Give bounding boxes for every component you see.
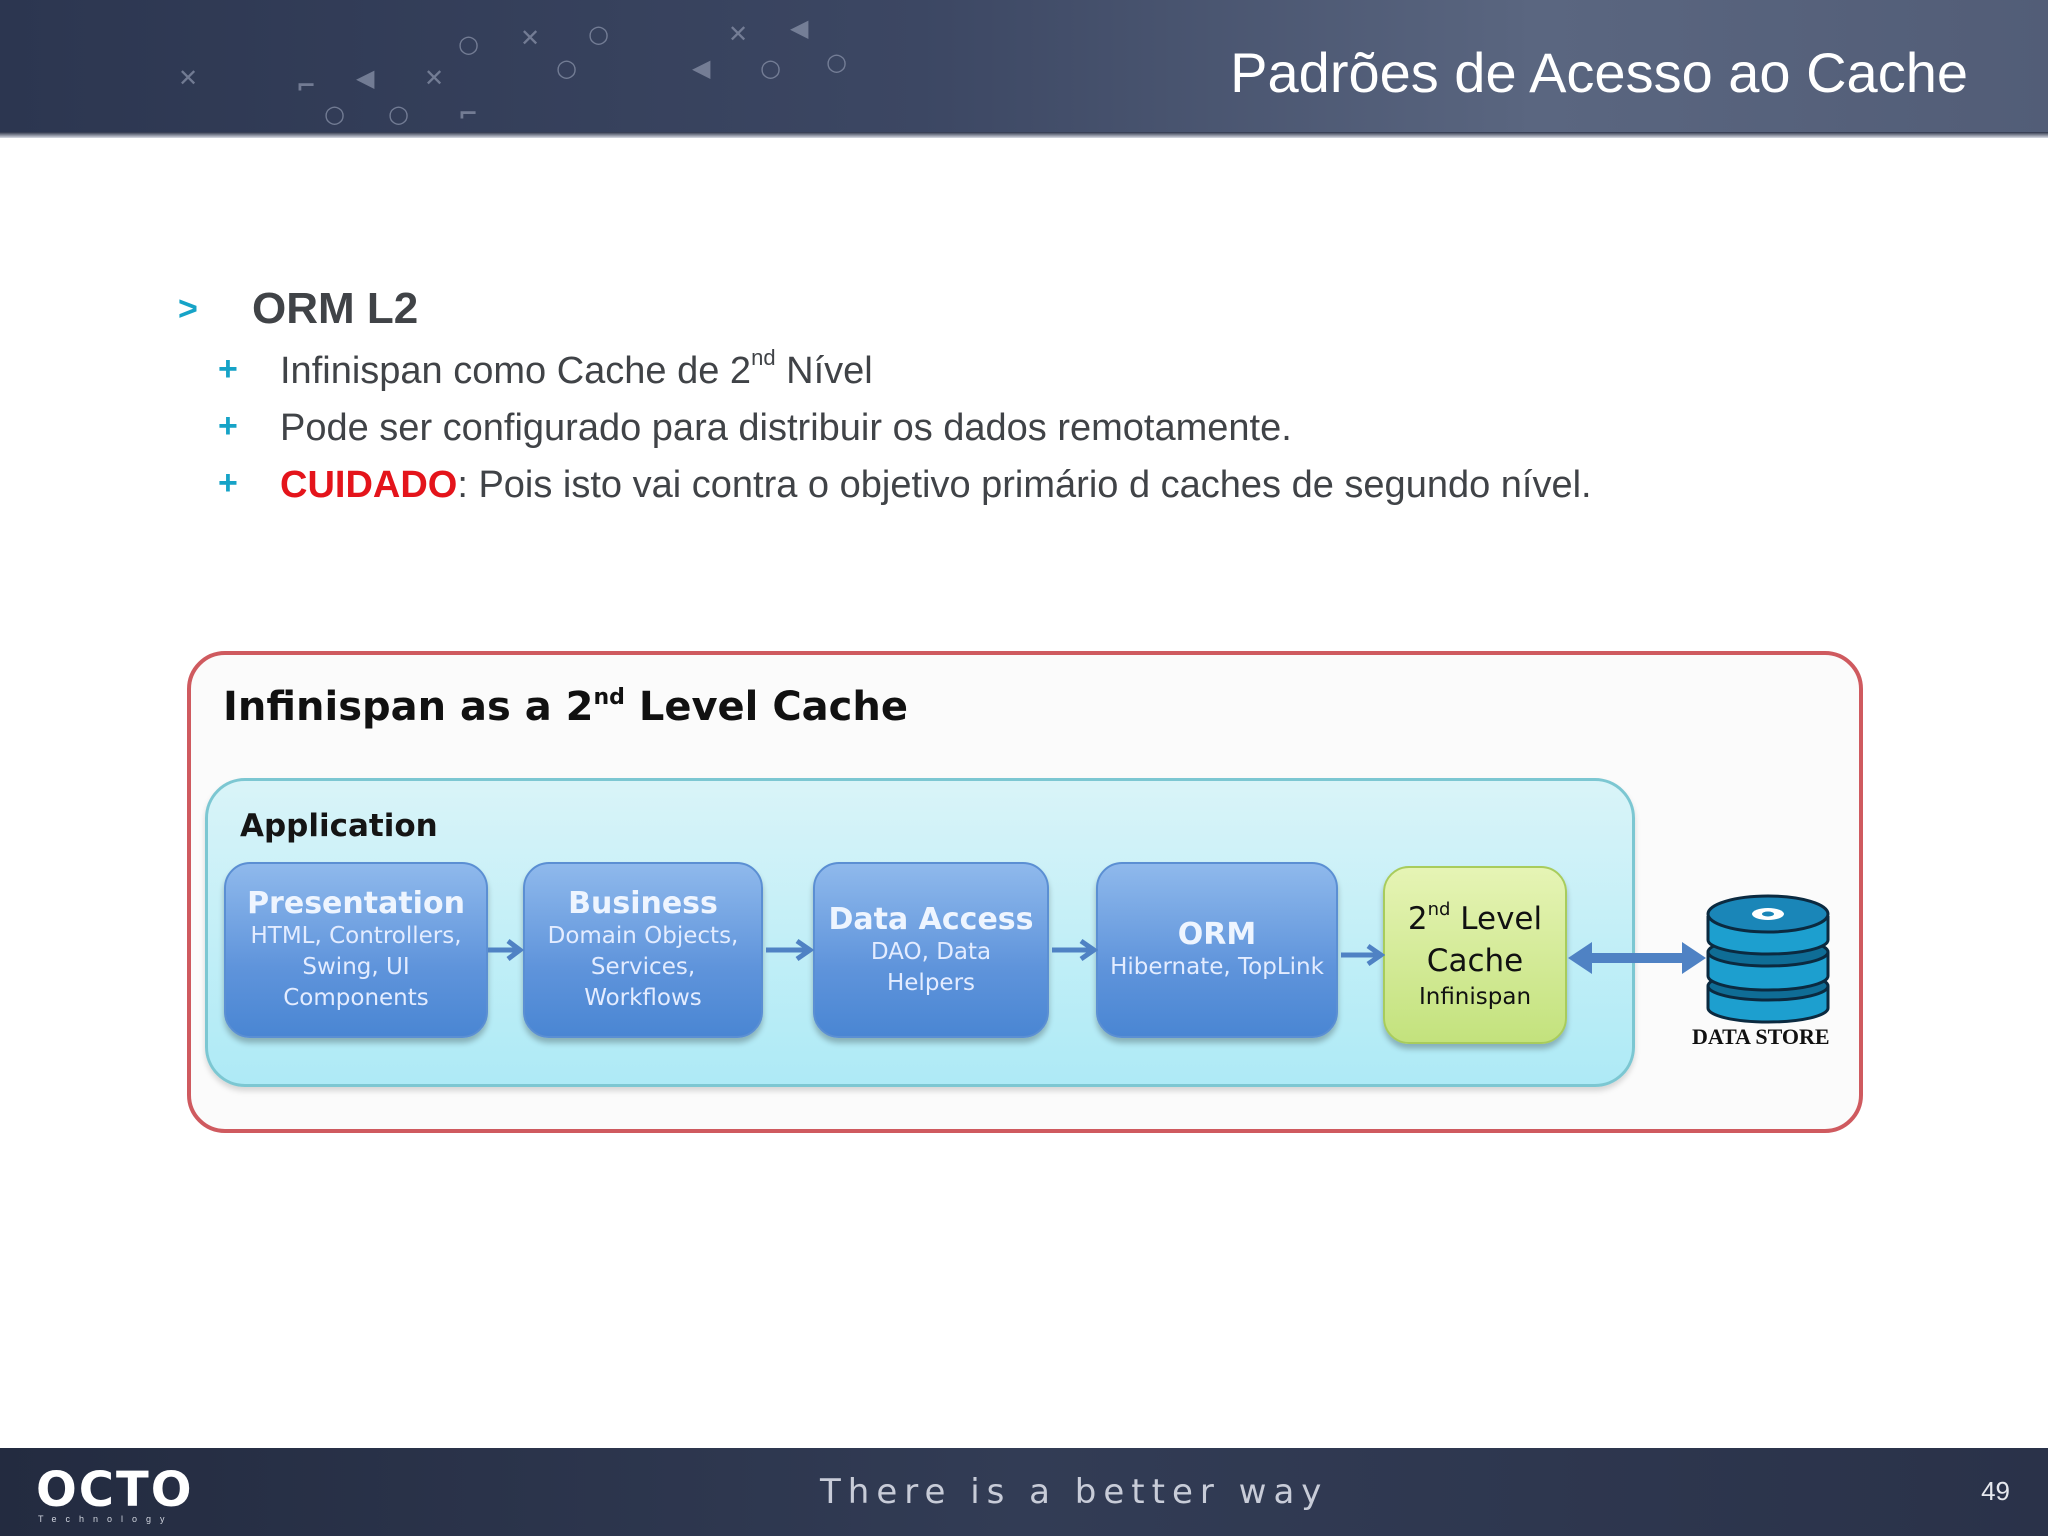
box-subtitle: HTML, Controllers, Swing, UI Components xyxy=(250,923,462,1011)
decor-triangle-icon: ◀ xyxy=(356,64,375,92)
cache-title-text: 2 xyxy=(1407,900,1428,937)
decor-triangle-icon: ◀ xyxy=(790,14,809,42)
warning-label: CUIDADO xyxy=(280,464,458,506)
decor-circle-icon: ○ xyxy=(826,48,847,76)
plus-icon: + xyxy=(218,407,238,445)
application-label: Application xyxy=(240,808,438,844)
box-subtitle: Domain Objects, Services, Workflows xyxy=(547,923,739,1011)
slide-header: ✕ ⌐ ◀ ✕ ○ ✕ ○ ○ ○ ○ ⌐ ◀ ✕ ○ ◀ ○ Padrões … xyxy=(0,0,2048,138)
sub-bullet-text: Infinispan como Cache de 2 xyxy=(280,350,752,392)
orm-layer-box: ORM Hibernate, TopLink xyxy=(1096,862,1338,1038)
page-number: 49 xyxy=(1981,1476,2010,1506)
chevron-right-icon: > xyxy=(178,290,198,328)
plus-icon: + xyxy=(218,464,238,502)
superscript: nd xyxy=(751,345,776,370)
box-title: Business xyxy=(568,886,718,921)
sub-bullet-text: Pode ser configurado para distribuir os … xyxy=(280,407,1292,449)
sub-bullet: + Infinispan como Cache de 2nd Nível xyxy=(218,347,873,393)
box-title: 2nd Level xyxy=(1385,898,1565,940)
diagram-title: Infinispan as a 2nd Level Cache xyxy=(223,684,908,730)
flow-arrow-icon xyxy=(1341,943,1385,967)
plus-icon: + xyxy=(218,350,238,388)
header-shadow xyxy=(0,132,2048,138)
box-title: Cache xyxy=(1426,942,1524,979)
decor-triangle-icon: ◀ xyxy=(692,54,711,82)
decor-circle-icon: ○ xyxy=(388,100,409,128)
decor-corner-icon: ⌐ xyxy=(296,72,317,100)
decor-circle-icon: ○ xyxy=(556,54,577,82)
decor-circle-icon: ○ xyxy=(324,100,345,128)
sub-bullet-text: : Pois isto vai contra o objetivo primár… xyxy=(457,464,1592,506)
flow-arrow-icon xyxy=(766,938,814,962)
decor-circle-icon: ○ xyxy=(458,30,479,58)
octo-logo: OCTO xyxy=(36,1462,194,1518)
decor-x-icon: ✕ xyxy=(178,64,199,92)
bidirectional-arrow-icon xyxy=(1568,942,1706,974)
second-level-cache-box: 2nd Level Cache Infinispan xyxy=(1383,866,1567,1044)
sub-bullet: + CUIDADO: Pois isto vai contra o objeti… xyxy=(218,464,1592,507)
superscript: nd xyxy=(1427,898,1451,920)
decor-x-icon: ✕ xyxy=(424,64,445,92)
main-bullet-label: ORM L2 xyxy=(252,284,419,333)
superscript: nd xyxy=(593,685,625,710)
decor-x-icon: ✕ xyxy=(728,20,749,48)
flow-arrow-icon xyxy=(1052,938,1098,962)
box-title: Presentation xyxy=(247,886,465,921)
data-store-label: DATA STORE xyxy=(1692,1024,1830,1049)
sub-bullet: + Pode ser configurado para distribuir o… xyxy=(218,407,1292,450)
presentation-layer-box: Presentation HTML, Controllers, Swing, U… xyxy=(224,862,488,1038)
decor-circle-icon: ○ xyxy=(588,20,609,48)
octo-logo-subtitle: Technology xyxy=(38,1514,174,1524)
decor-circle-icon: ○ xyxy=(760,54,781,82)
decor-corner-icon: ⌐ xyxy=(458,100,479,128)
sub-bullet-text: Nível xyxy=(775,350,873,392)
diagram-title-text: Infinispan as a 2 xyxy=(223,684,594,730)
flow-arrow-icon xyxy=(488,939,525,961)
box-title: ORM xyxy=(1177,917,1257,952)
box-title: Data Access xyxy=(828,901,1034,937)
decor-x-icon: ✕ xyxy=(520,24,541,52)
box-subtitle: Infinispan xyxy=(1418,983,1532,1010)
slide-footer: OCTO Technology There is a better way 49 xyxy=(0,1448,2048,1536)
slide-title: Padrões de Acesso ao Cache xyxy=(1230,41,1968,104)
box-subtitle: DAO, Data Helpers xyxy=(870,938,992,996)
database-icon xyxy=(1706,894,1830,1024)
box-subtitle: Hibernate, TopLink xyxy=(1110,954,1324,980)
data-access-layer-box: Data Access DAO, Data Helpers xyxy=(813,862,1049,1038)
business-layer-box: Business Domain Objects, Services, Workf… xyxy=(523,862,763,1038)
footer-tagline: There is a better way xyxy=(820,1472,1329,1512)
diagram-title-text: Level Cache xyxy=(624,684,908,730)
cache-title-text: Level xyxy=(1450,900,1543,937)
